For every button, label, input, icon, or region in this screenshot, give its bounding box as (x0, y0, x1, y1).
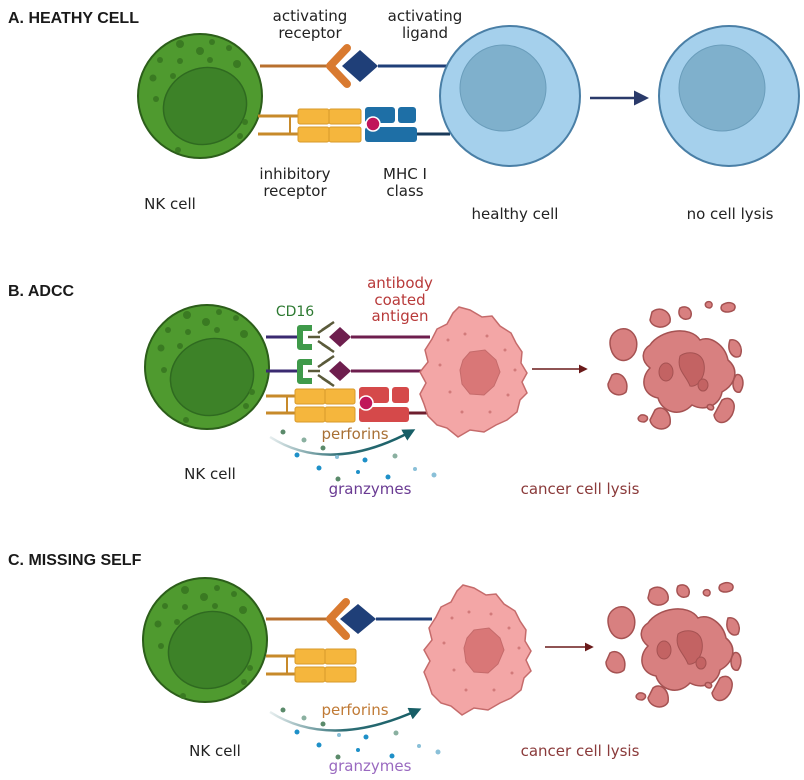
activating-ligand-label: activating ligand (387, 7, 463, 42)
inhibitory-receptor (266, 388, 356, 423)
unaffected-cell (658, 25, 800, 167)
section-b-title: B. ADCC (8, 283, 75, 300)
mhc-class-label: MHC I class (383, 165, 427, 200)
peptide (365, 116, 381, 132)
healthy-cell (439, 25, 581, 167)
section-a (137, 25, 800, 167)
activating-ligand (342, 50, 378, 82)
granzymes-label: granzymes (328, 480, 412, 498)
perforins-label: perforins (321, 425, 389, 443)
secretion-arrow-icon (269, 707, 422, 732)
outcome-label: cancer cell lysis (520, 742, 640, 760)
nk-cell (137, 33, 263, 159)
nk-cell (142, 577, 268, 703)
lysed-cell (605, 582, 742, 708)
outcome-label: cancer cell lysis (520, 480, 640, 498)
antibody-label: antibody coated antigen (367, 274, 433, 325)
healthy-cell-label: healthy cell (471, 205, 559, 223)
nk-cell (144, 304, 270, 430)
granule-dots (280, 707, 441, 760)
nk-cell-label: NK cell (189, 742, 241, 760)
outcome-label: no cell lysis (686, 205, 774, 223)
section-c-title: C. MISSING SELF (8, 552, 142, 569)
cd16-label: CD16 (275, 304, 315, 320)
activating-receptor (326, 44, 351, 88)
lysed-cell-nucleus (656, 630, 707, 670)
activating-ligand (340, 604, 376, 634)
section-b (144, 300, 744, 482)
granzymes-label: granzymes (328, 757, 412, 775)
cd16-antibody-complex-2 (266, 354, 430, 388)
section-c (142, 577, 742, 760)
secretion-arrow-icon (269, 429, 416, 456)
section-a-title: A. HEATHY CELL (8, 10, 139, 27)
inhibitory-receptor (258, 108, 362, 143)
cancer-cell (419, 306, 528, 438)
inhibitory-receptor (266, 648, 357, 683)
lysed-cell (607, 300, 744, 430)
activating-receptor (326, 598, 350, 640)
granule-dots (280, 429, 437, 482)
lysed-cell-nucleus (658, 352, 709, 392)
perforins-label: perforins (321, 701, 389, 719)
cd16-antibody-complex-1 (266, 320, 430, 354)
peptide (358, 395, 374, 411)
cancer-cell (423, 584, 532, 716)
inhibitory-receptor-label: inhibitory receptor (259, 165, 331, 200)
nk-cell-label: NK cell (184, 465, 236, 483)
nk-cell-label: NK cell (144, 195, 196, 213)
activating-receptor-label: activating receptor (272, 7, 348, 42)
